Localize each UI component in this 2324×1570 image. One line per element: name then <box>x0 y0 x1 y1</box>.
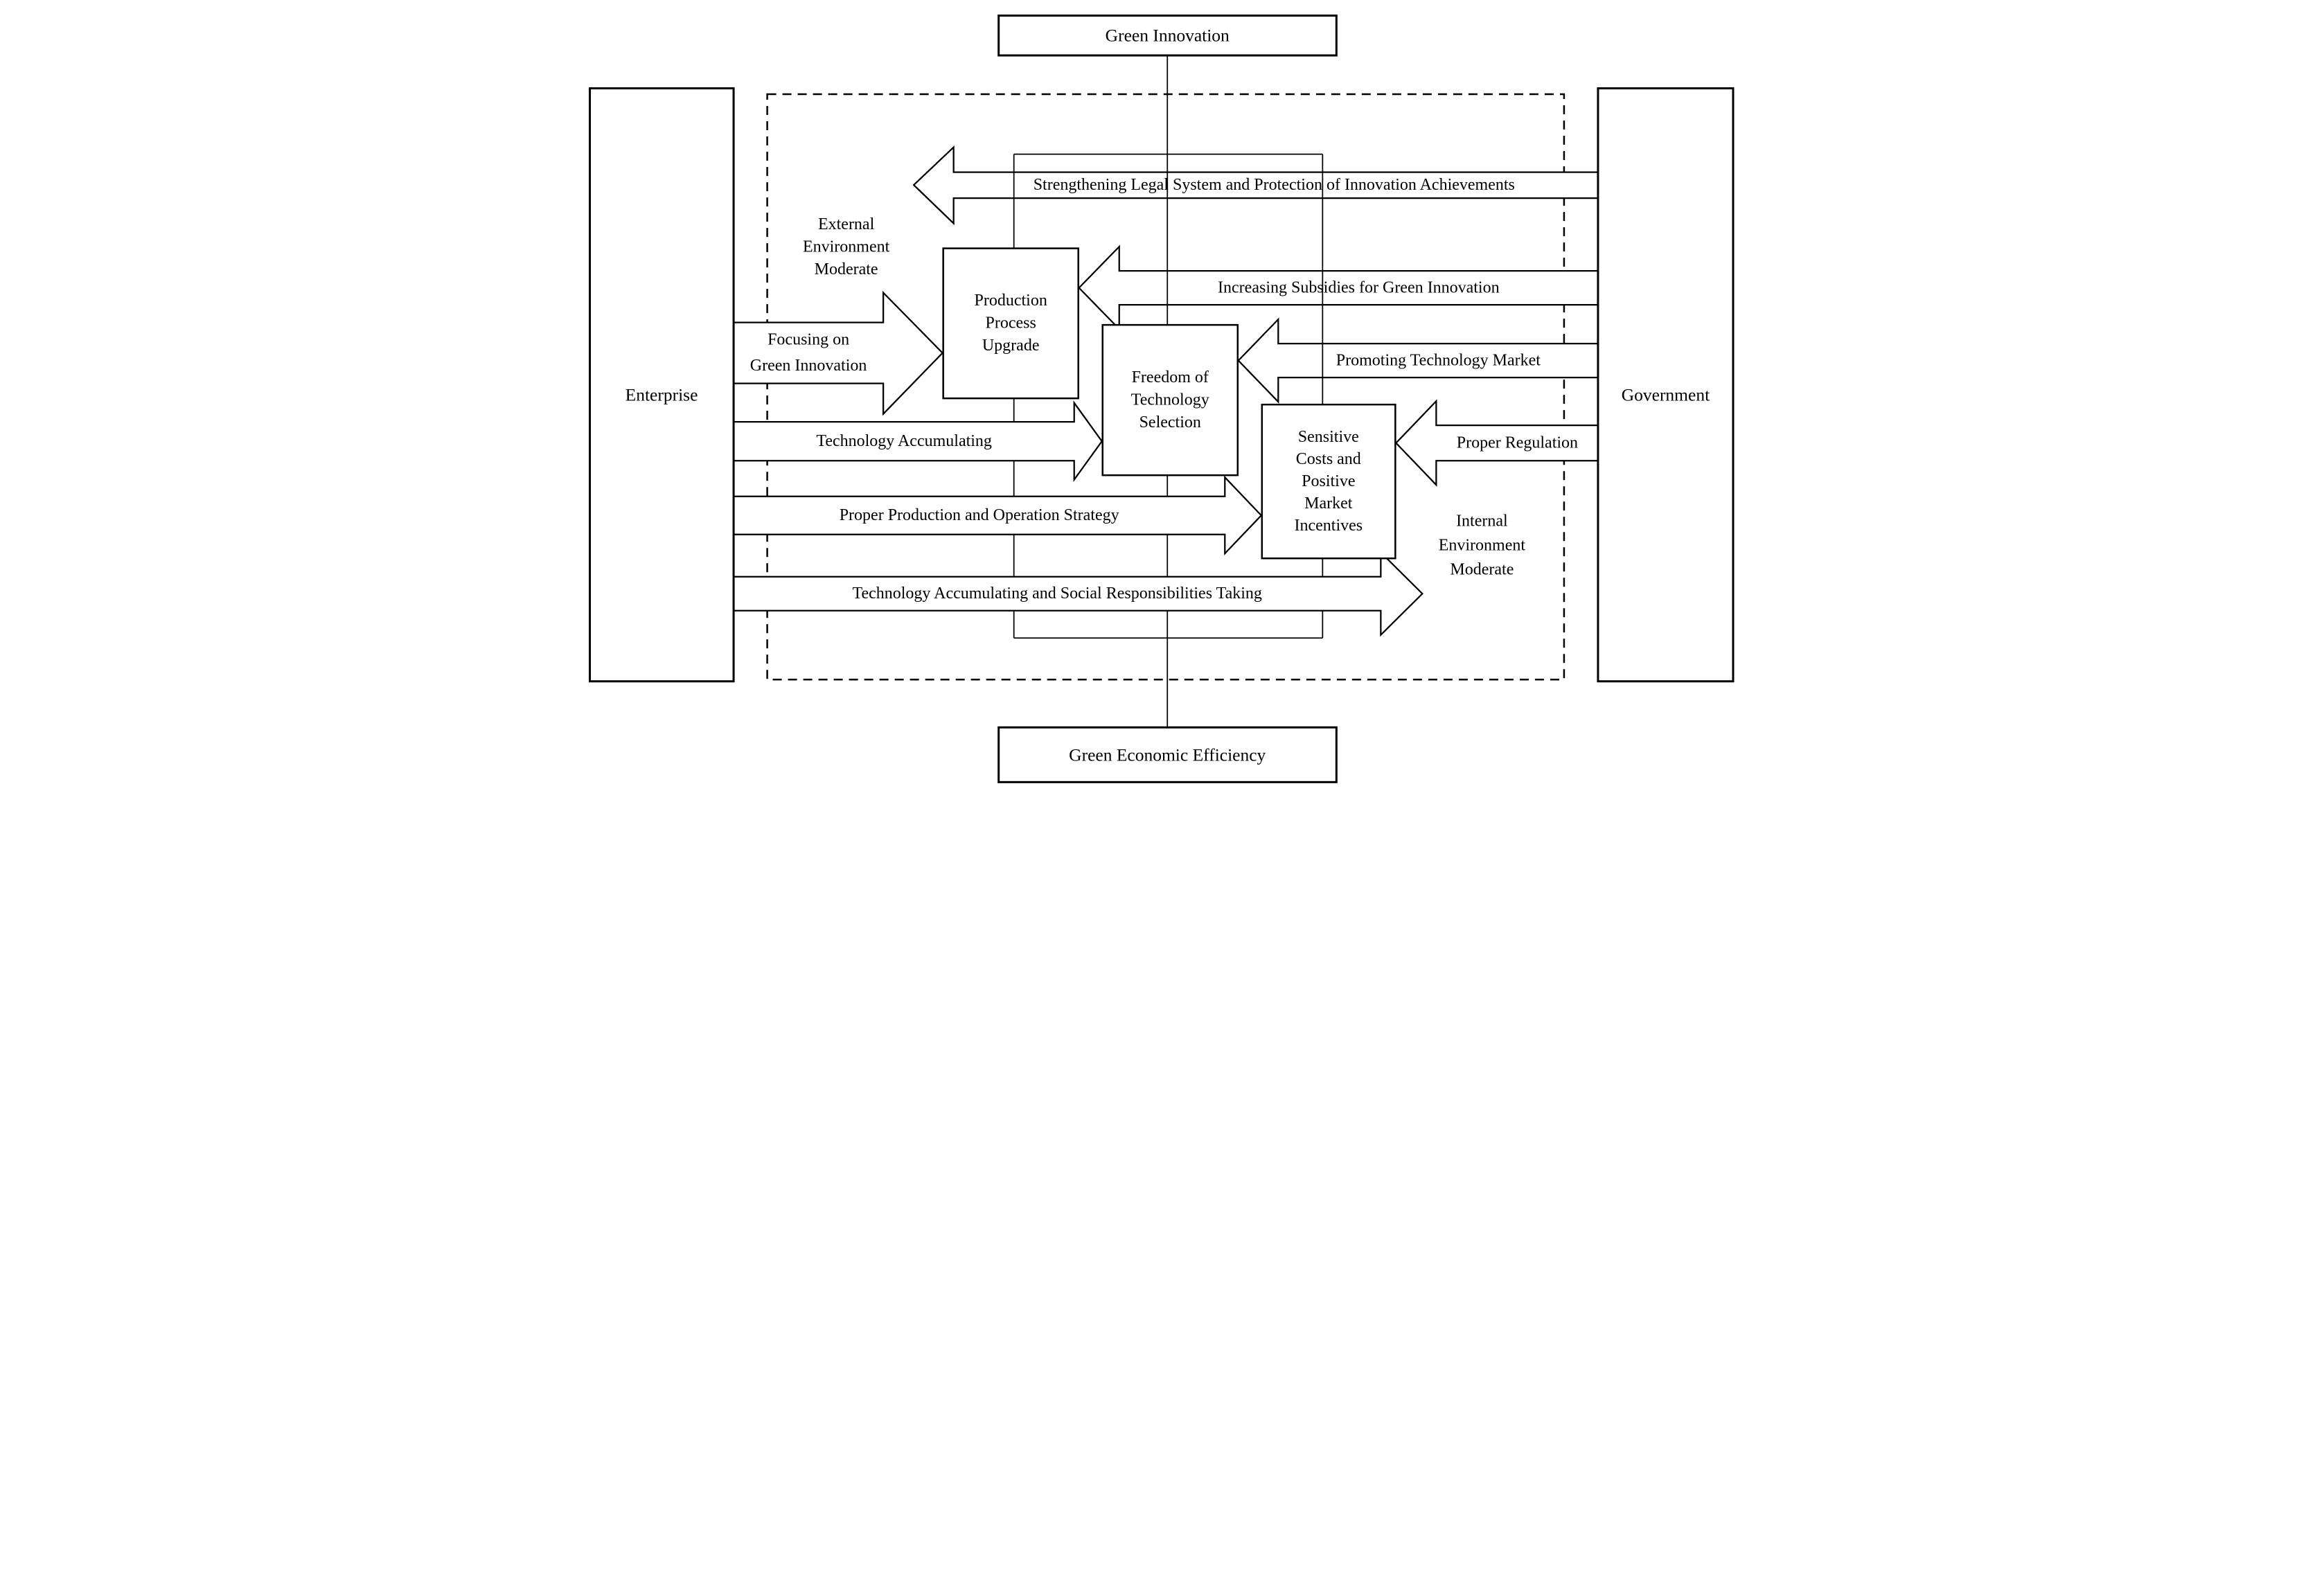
diagram-canvas: Green Innovation Green Economic Efficien… <box>580 0 1744 785</box>
production-box-label-line3: Upgrade <box>982 337 1039 355</box>
sensitive-costs-market-incentives-box <box>1261 403 1396 560</box>
sensitive-box-label-line4: Market <box>1304 494 1353 512</box>
arrow-technology-accumulating <box>732 400 1103 483</box>
production-process-upgrade-box <box>941 247 1079 400</box>
internal-environment-label-line1: Internal <box>1456 512 1508 530</box>
arrow-increasing-subsidies <box>1077 244 1599 331</box>
enterprise-arrows <box>732 290 1423 637</box>
sensitive-box-label-line5: Incentives <box>1294 517 1363 535</box>
internal-environment-label-line3: Moderate <box>1450 561 1514 579</box>
green-economic-efficiency-box <box>997 726 1338 783</box>
green-innovation-box <box>997 15 1338 57</box>
sensitive-box-label-line1: Sensitive <box>1297 428 1358 446</box>
focusing-arrow-label-line2: Green Innovation <box>749 357 867 375</box>
green-innovation-label: Green Innovation <box>1105 26 1229 46</box>
boxes <box>588 15 1734 783</box>
enterprise-box <box>588 87 735 683</box>
sensitive-box-label-line3: Positive <box>1302 472 1355 490</box>
freedom-box-label-line2: Technology <box>1130 391 1209 409</box>
external-environment-label-line1: External <box>817 215 874 233</box>
green-innovation-framework-diagram: Green Innovation Green Economic Efficien… <box>580 0 1744 785</box>
external-environment-label-line2: Environment <box>802 238 889 256</box>
production-box-label-line2: Process <box>985 314 1036 332</box>
internal-environment-label-line2: Environment <box>1438 537 1525 555</box>
government-label: Government <box>1621 385 1709 405</box>
sensitive-box-label-line2: Costs and <box>1295 450 1360 468</box>
increasing-subsidies-arrow-label: Increasing Subsidies for Green Innovatio… <box>1218 279 1500 297</box>
arrow-proper-regulation <box>1394 399 1599 488</box>
government-box <box>1596 87 1734 683</box>
tech-social-responsibilities-arrow-label: Technology Accumulating and Social Respo… <box>852 585 1261 603</box>
external-environment-label-line3: Moderate <box>814 260 878 278</box>
production-box-label-line1: Production <box>974 292 1047 310</box>
green-economic-efficiency-label: Green Economic Efficiency <box>1069 744 1266 765</box>
proper-production-arrow-label: Proper Production and Operation Strategy <box>839 506 1119 524</box>
labels: Green Innovation Green Economic Efficien… <box>625 26 1710 765</box>
freedom-box-label-line3: Selection <box>1139 413 1200 431</box>
freedom-of-technology-selection-box <box>1101 323 1239 476</box>
promoting-market-arrow-label: Promoting Technology Market <box>1336 352 1541 370</box>
government-arrows <box>912 145 1599 488</box>
arrow-proper-production-strategy <box>732 475 1262 556</box>
proper-regulation-arrow-label: Proper Regulation <box>1456 434 1577 452</box>
arrow-strengthening-legal-system <box>912 145 1599 226</box>
arrow-focusing-on-green-innovation <box>732 290 943 416</box>
dashed-environment-boundary <box>765 93 1565 681</box>
strengthening-arrow-label: Strengthening Legal System and Protectio… <box>1033 176 1514 194</box>
arrow-tech-accumulating-social-responsibilities <box>732 551 1423 637</box>
technology-accumulating-arrow-label: Technology Accumulating <box>816 432 992 450</box>
enterprise-label: Enterprise <box>625 385 698 405</box>
arrow-promoting-technology-market <box>1236 317 1599 404</box>
freedom-box-label-line1: Freedom of <box>1131 368 1208 386</box>
focusing-arrow-label-line1: Focusing on <box>768 331 849 349</box>
